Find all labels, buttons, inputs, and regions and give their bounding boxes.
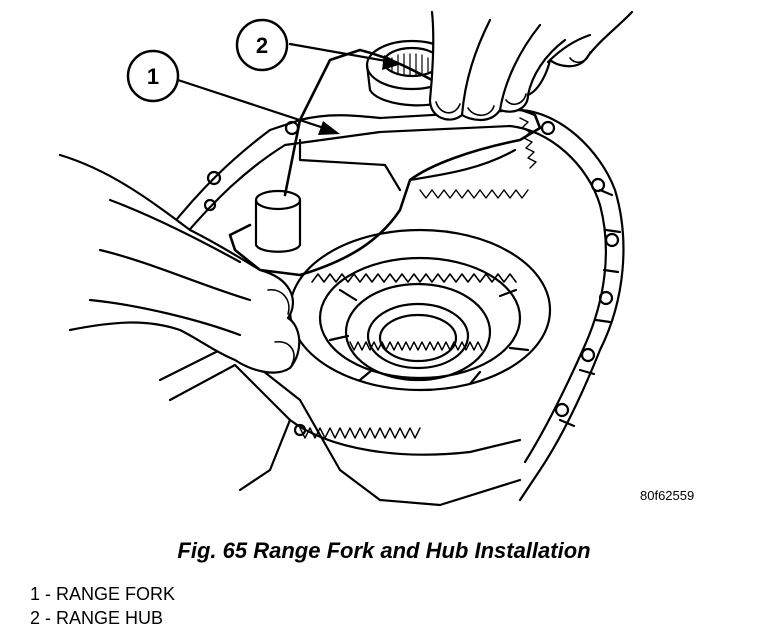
- hub-tabs: [328, 288, 530, 386]
- callout-1-leader: [176, 78, 332, 132]
- legend-item-2: 2 - RANGE HUB: [30, 608, 164, 628]
- callout-2-leader: [288, 42, 394, 64]
- hub-bore-center: [378, 313, 458, 363]
- figure-caption: Fig. 65 Range Fork and Hub Installation: [177, 538, 591, 563]
- case-lower-edge: [168, 363, 292, 492]
- technical-illustration: 1 2: [58, 10, 634, 507]
- gear-teeth-outer: [311, 273, 517, 283]
- image-code: 80f62559: [640, 488, 695, 503]
- fork-engaged-teeth: [419, 117, 537, 199]
- planetary-ring-inner: [318, 256, 522, 380]
- range-fork: [228, 48, 542, 277]
- legend: 1 - RANGE FORK 2 - RANGE HUB: [30, 582, 175, 630]
- range-hub-gear: [344, 282, 492, 382]
- legend-item-1: 1 - RANGE FORK: [30, 584, 176, 604]
- left-hand-fingers: [88, 198, 252, 337]
- left-hand: [58, 153, 301, 374]
- range-fork-arm-edge: [298, 138, 517, 192]
- upper-hand-fingers: [460, 18, 592, 117]
- callout-1-number: 1: [147, 64, 159, 89]
- hub-gear-teeth: [349, 341, 483, 351]
- callout-2: 2: [235, 18, 289, 72]
- lower-gear-teeth: [299, 427, 421, 439]
- callout-1: 1: [126, 49, 180, 103]
- upper-hand-nails: [435, 51, 591, 117]
- callout-2-number: 2: [256, 33, 268, 58]
- shift-rail: [254, 198, 302, 253]
- callout-2-arrowhead: [382, 55, 402, 70]
- planetary-outer-ring: [288, 228, 552, 392]
- left-hand-nails: [267, 289, 295, 365]
- shift-rail-top: [254, 189, 302, 211]
- lower-gear-band: [288, 418, 522, 456]
- flange-side-ridges: [558, 188, 622, 428]
- case-housing-inner-lip: [183, 124, 607, 464]
- callout-1-arrowhead: [318, 121, 340, 135]
- flange-bolt-holes: [203, 120, 620, 437]
- case-housing: [166, 108, 625, 502]
- range-hub-inner-bore: [366, 302, 470, 370]
